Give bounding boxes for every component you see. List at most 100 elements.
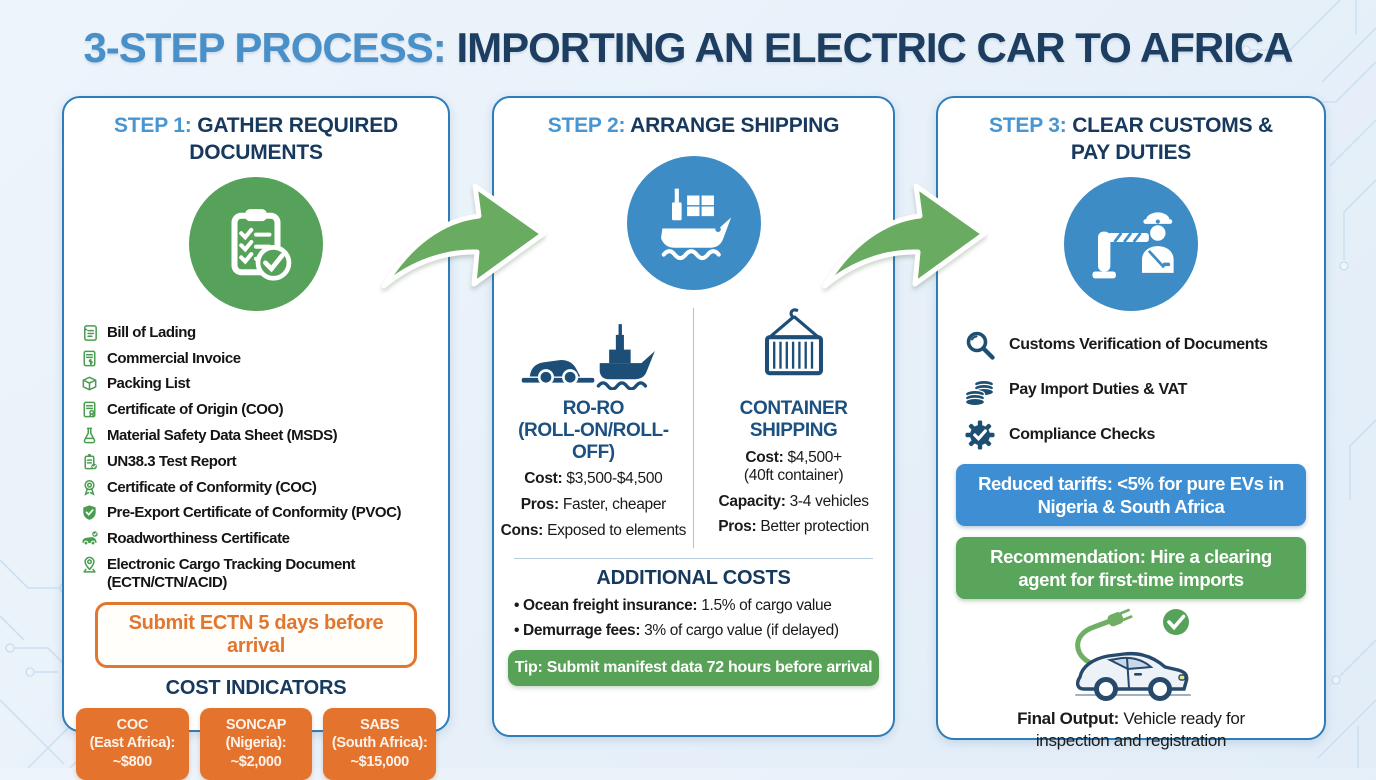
step1-header: STEP 1: GATHER REQUIRED DOCUMENTS bbox=[95, 113, 417, 167]
page-title: 3-STEP PROCESS: IMPORTING AN ELECTRIC CA… bbox=[0, 24, 1376, 72]
roro-title-line1: RO-RO bbox=[562, 397, 625, 419]
roro-cons: Cons: Exposed to elements bbox=[500, 521, 687, 539]
list-item-label: Compliance Checks bbox=[1009, 425, 1156, 443]
list-item: Ocean freight insurance: 1.5% of cargo v… bbox=[514, 597, 893, 615]
battery-check-icon bbox=[84, 453, 97, 470]
cost-box-coc: COC (East Africa): ~$800 bbox=[76, 707, 189, 780]
step3-header: STEP 3: CLEAR CUSTOMS & PAY DUTIES bbox=[981, 113, 1281, 167]
list-item: Pay Import Duties & VAT bbox=[964, 374, 1324, 406]
cost-box-name: SABS bbox=[360, 716, 400, 733]
list-item-label: Electronic Cargo Tracking Document (ECTN… bbox=[107, 555, 356, 592]
list-item: UN38.3 Test Report bbox=[80, 453, 438, 471]
electric-car-check-icon bbox=[938, 607, 1324, 706]
container-capacity: Capacity: 3-4 vehicles bbox=[718, 492, 870, 510]
shield-check-icon bbox=[83, 505, 96, 521]
cost-box-name: SONCAP bbox=[225, 716, 287, 733]
step3-label: STEP 3: bbox=[988, 114, 1067, 137]
cost-box-amount: ~$800 bbox=[112, 754, 153, 771]
scroll-icon bbox=[83, 324, 97, 341]
car-and-ship-icon bbox=[518, 304, 668, 390]
container-title-line2: SHIPPING bbox=[749, 419, 838, 441]
cost-box-region: (South Africa): bbox=[331, 735, 428, 752]
step3-panel: STEP 3: CLEAR CUSTOMS & PAY DUTIES bbox=[936, 96, 1326, 750]
list-item-label: Roadworthiness Certificate bbox=[107, 530, 290, 548]
roro-column: RO-RO (ROLL-ON/ROLL-OFF) Cost: $3,500-$4… bbox=[494, 304, 693, 552]
customs-officer-barrier-icon bbox=[1064, 176, 1198, 311]
container-column: CONTAINER SHIPPING Cost: $4,500+(40ft co… bbox=[694, 304, 893, 552]
certificate-icon bbox=[83, 401, 96, 418]
cost-box-amount: ~$15,000 bbox=[350, 754, 409, 771]
list-item-label: Pay Import Duties & VAT bbox=[1009, 380, 1188, 398]
container-title: CONTAINER SHIPPING bbox=[740, 398, 848, 442]
cost-box-region: (Nigeria): bbox=[225, 735, 287, 752]
list-item-label: UN38.3 Test Report bbox=[107, 452, 237, 470]
cost-indicator-boxes: COC (East Africa): ~$800 SONCAP (Nigeria… bbox=[64, 707, 448, 780]
step2-header: STEP 2: ARRANGE SHIPPING bbox=[494, 113, 893, 140]
cost-box-soncap: SONCAP (Nigeria): ~$2,000 bbox=[199, 707, 313, 780]
additional-costs-list: Ocean freight insurance: 1.5% of cargo v… bbox=[514, 597, 893, 640]
flask-icon bbox=[83, 427, 96, 444]
arrow-step1-to-step2-icon bbox=[381, 183, 546, 289]
arrow-step2-to-step3-icon bbox=[822, 183, 987, 289]
container-pros: Pros: Better protection bbox=[718, 518, 870, 536]
magnifier-icon bbox=[966, 331, 995, 360]
list-item-label: Material Safety Data Sheet (MSDS) bbox=[107, 426, 338, 444]
list-item: Packing List bbox=[80, 375, 438, 393]
list-item: Compliance Checks bbox=[964, 419, 1324, 451]
required-documents-list: Bill of Lading Commercial Invoice Packin… bbox=[80, 324, 438, 593]
invoice-icon bbox=[83, 350, 96, 366]
coins-icon bbox=[964, 379, 995, 406]
medal-icon bbox=[84, 479, 95, 496]
title-prefix: 3-STEP PROCESS: bbox=[83, 24, 446, 71]
step3-title: CLEAR CUSTOMS & PAY DUTIES bbox=[1070, 114, 1273, 164]
cost-box-name: COC bbox=[116, 716, 149, 733]
customs-steps-list: Customs Verification of Documents Pay Im… bbox=[964, 329, 1324, 451]
car-check-icon bbox=[82, 531, 98, 546]
list-item: Certificate of Conformity (COC) bbox=[80, 479, 438, 497]
cost-box-region: (East Africa): bbox=[89, 735, 176, 752]
map-pin-icon bbox=[83, 556, 96, 573]
cost-indicators-title: COST INDICATORS bbox=[165, 676, 347, 699]
roro-pros: Pros: Faster, cheaper bbox=[520, 496, 667, 513]
reduced-tariffs-banner: Reduced tariffs: <5% for pure EVs in Nig… bbox=[956, 463, 1306, 526]
tip-banner: Tip: Submit manifest data 72 hours befor… bbox=[508, 649, 879, 686]
list-item-label: Certificate of Conformity (COC) bbox=[107, 478, 317, 496]
gear-check-icon bbox=[965, 420, 995, 450]
cost-box-amount: ~$2,000 bbox=[230, 754, 282, 771]
container-crane-icon bbox=[758, 304, 830, 390]
clipboard-checklist-icon bbox=[189, 176, 323, 311]
container-title-line1: CONTAINER bbox=[739, 397, 848, 419]
recommendation-banner: Recommendation: Hire a clearing agent fo… bbox=[956, 537, 1306, 600]
list-item: Bill of Lading bbox=[80, 324, 438, 342]
cargo-ship-icon bbox=[626, 155, 761, 290]
list-item-label: Pre-Export Certificate of Conformity (PV… bbox=[107, 504, 402, 522]
cost-box-sabs: SABS (South Africa): ~$15,000 bbox=[323, 707, 437, 780]
list-item-label: Commercial Invoice bbox=[107, 349, 241, 367]
section-divider bbox=[514, 557, 873, 559]
list-item: Roadworthiness Certificate bbox=[80, 530, 438, 548]
list-item: Certificate of Origin (COO) bbox=[80, 401, 438, 419]
title-main: IMPORTING AN ELECTRIC CAR TO AFRICA bbox=[456, 24, 1293, 71]
container-cost: Cost: $4,500+(40ft container) bbox=[743, 448, 844, 485]
step1-label: STEP 1: bbox=[113, 114, 192, 137]
step1-panel: STEP 1: GATHER REQUIRED DOCUMENTS Bill o… bbox=[62, 96, 450, 780]
package-box-icon bbox=[82, 376, 97, 391]
list-item-label: Certificate of Origin (COO) bbox=[107, 401, 284, 419]
roro-title: RO-RO (ROLL-ON/ROLL-OFF) bbox=[500, 398, 687, 464]
list-item: Customs Verification of Documents bbox=[964, 329, 1324, 361]
column-divider bbox=[692, 307, 695, 548]
roro-cost: Cost: $3,500-$4,500 bbox=[524, 470, 663, 488]
step2-title: ARRANGE SHIPPING bbox=[630, 114, 840, 137]
list-item: Commercial Invoice bbox=[80, 350, 438, 368]
list-item: Demurrage fees: 3% of cargo value (if de… bbox=[514, 622, 893, 640]
list-item-label: Customs Verification of Documents bbox=[1009, 335, 1268, 353]
step2-panel: STEP 2: ARRANGE SHIPPING bbox=[492, 96, 895, 737]
additional-costs-title: ADDITIONAL COSTS bbox=[596, 566, 791, 589]
step2-label: STEP 2: bbox=[547, 114, 626, 137]
final-output-text: Final Output: Vehicle ready for inspecti… bbox=[1017, 709, 1245, 750]
roro-title-line2: (ROLL-ON/ROLL-OFF) bbox=[518, 419, 669, 463]
list-item-label: Bill of Lading bbox=[107, 323, 196, 341]
list-item-label: Packing List bbox=[107, 375, 190, 393]
shipping-comparison: RO-RO (ROLL-ON/ROLL-OFF) Cost: $3,500-$4… bbox=[494, 304, 893, 552]
ectn-callout: Submit ECTN 5 days before arrival bbox=[95, 601, 417, 668]
